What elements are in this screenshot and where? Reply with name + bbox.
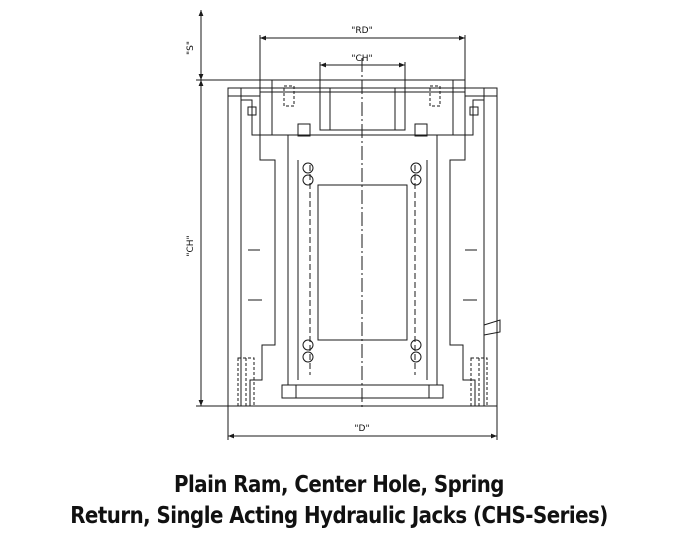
label-center-hole-top: "CH" [351, 54, 372, 64]
label-stroke: "S" [186, 41, 196, 55]
mount-hole-right [470, 357, 488, 407]
head-bolt-right [429, 85, 441, 107]
seal-left [297, 123, 311, 137]
coupler-fitting [483, 319, 501, 336]
caption-line-1: Plain Ram, Center Hole, Spring [174, 472, 504, 498]
label-collapsed-height: "CH" [186, 235, 196, 256]
jack-cross-section-drawing: "S" "RD" "CH" "CH" "D" [186, 10, 501, 440]
bearing-top-left [302, 162, 314, 186]
label-outer-diameter: "D" [354, 424, 369, 434]
seal-right [414, 123, 428, 137]
bearing-bottom-right [410, 339, 422, 363]
bearing-top-right [410, 162, 422, 186]
mount-hole-left [237, 357, 255, 407]
bearing-bottom-left [302, 339, 314, 363]
base-plate [281, 384, 444, 399]
label-ram-diameter: "RD" [351, 26, 372, 36]
head-bolt-left [283, 85, 295, 107]
caption-line-2: Return, Single Acting Hydraulic Jacks (C… [70, 503, 608, 529]
